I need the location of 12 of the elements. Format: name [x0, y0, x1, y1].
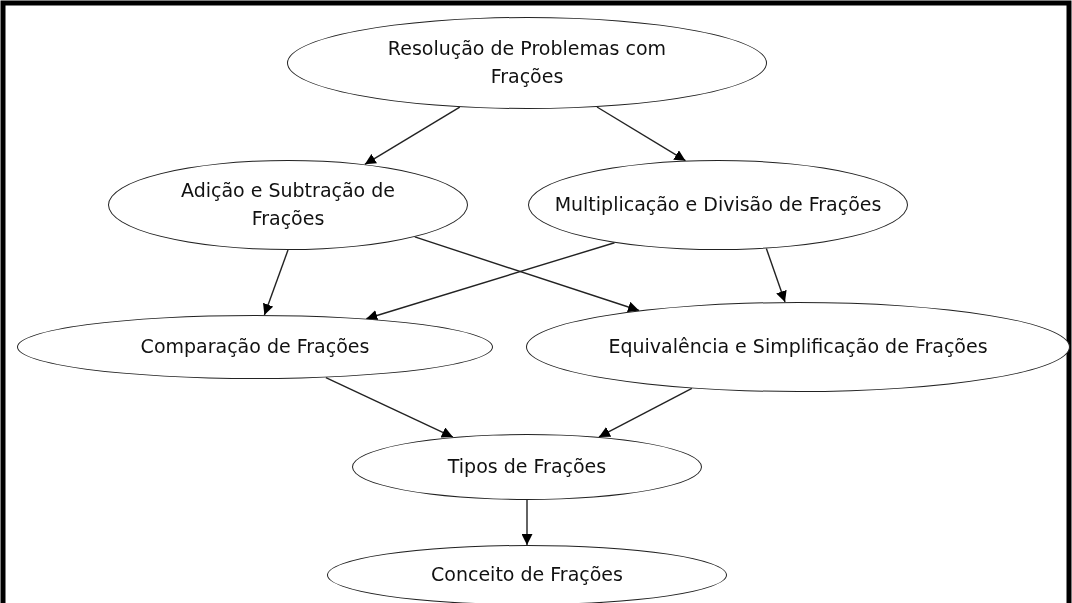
arrow — [598, 387, 693, 438]
node-label: Comparação de Frações — [140, 334, 370, 360]
arrow — [263, 249, 289, 316]
node-label: Adição e Subtração de Frações — [179, 178, 397, 231]
node-label: Multiplicação e Divisão de Frações — [554, 192, 882, 218]
arrow — [414, 236, 640, 313]
arrow — [365, 242, 616, 321]
node-label: Resolução de Problemas com Frações — [386, 36, 668, 89]
node-label: Equivalência e Simplificação de Frações — [608, 334, 988, 360]
arrow — [521, 499, 533, 546]
node-label: Tipos de Frações — [447, 454, 607, 480]
node-label: Conceito de Frações — [431, 562, 623, 588]
